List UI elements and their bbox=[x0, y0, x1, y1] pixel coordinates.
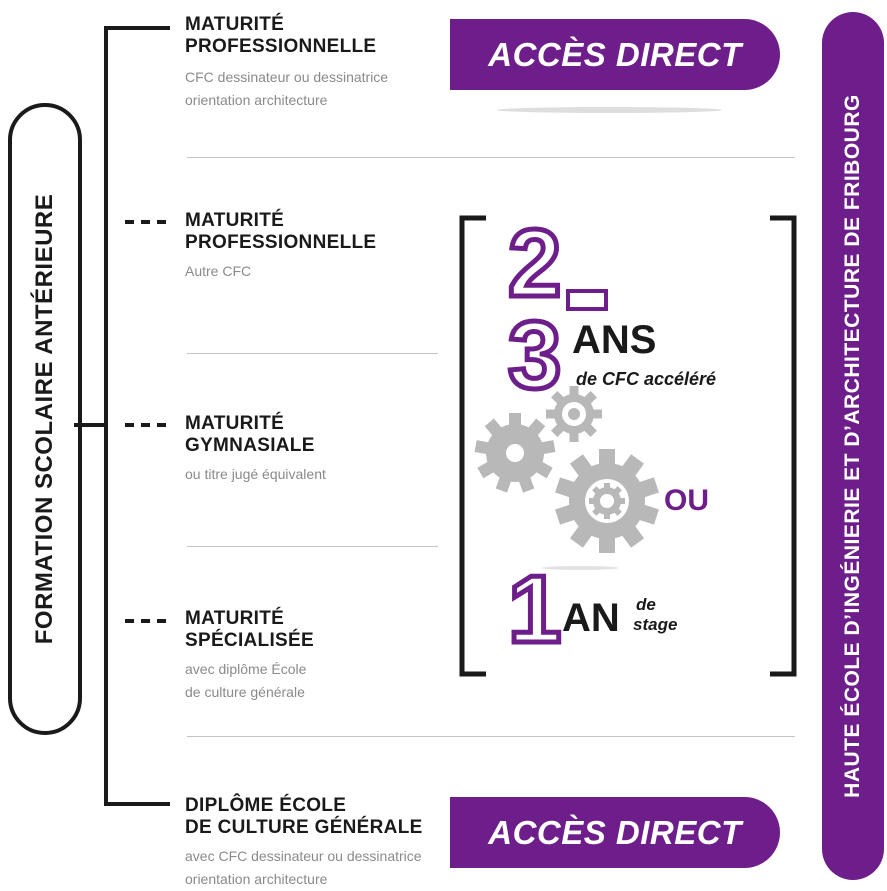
gear-icon bbox=[546, 386, 602, 442]
tree-connector-bottom bbox=[104, 802, 170, 806]
separator bbox=[187, 353, 438, 354]
dash-marker bbox=[141, 220, 150, 224]
entry-title: MATURITÉ bbox=[185, 210, 285, 231]
dash-marker bbox=[157, 619, 166, 623]
stage-label: stage bbox=[633, 615, 678, 634]
entry-subtitle: Autre CFC bbox=[185, 263, 252, 279]
entry-subtitle: avec CFC dessinateur ou dessinatrice bbox=[185, 848, 422, 864]
separator bbox=[187, 736, 795, 737]
entry-2: MATURITÉ GYMNASIALE ou titre jugé équiva… bbox=[185, 413, 435, 486]
entry-title: DE CULTURE GÉNÉRALE bbox=[185, 817, 423, 838]
or-label: OU bbox=[664, 484, 709, 517]
access-direct-badge: ACCÈS DIRECT bbox=[450, 19, 780, 90]
years-label: ANS bbox=[572, 318, 657, 362]
entry-subtitle: avec diplôme École bbox=[185, 661, 307, 677]
entry-title: MATURITÉ bbox=[185, 413, 285, 434]
de-label: de bbox=[636, 595, 656, 614]
entry-title: MATURITÉ bbox=[185, 14, 285, 35]
entry-subtitle: CFC dessinateur ou dessinatrice bbox=[185, 69, 389, 85]
entry-3: MATURITÉ SPÉCIALISÉE avec diplôme École … bbox=[185, 608, 435, 704]
dash-marker bbox=[141, 619, 150, 623]
access-direct-badge: ACCÈS DIRECT bbox=[450, 797, 780, 868]
tree-connector bbox=[104, 26, 108, 806]
entry-title: PROFESSIONNELLE bbox=[185, 232, 377, 253]
entry-subtitle: orientation architecture bbox=[185, 871, 328, 887]
dash-marker bbox=[125, 220, 134, 224]
access-direct-label: ACCÈS DIRECT bbox=[488, 813, 742, 851]
entry-subtitle: de culture générale bbox=[185, 684, 305, 700]
gear-icon bbox=[555, 449, 659, 553]
entry-title: SPÉCIALISÉE bbox=[185, 630, 314, 651]
tree-connector-stem bbox=[74, 423, 106, 427]
separator bbox=[187, 546, 438, 547]
access-direct-label: ACCÈS DIRECT bbox=[488, 35, 742, 73]
cfc-label: de CFC accéléré bbox=[576, 369, 717, 389]
number-3: 3 bbox=[505, 302, 563, 409]
year-label: AN bbox=[562, 596, 620, 640]
separator bbox=[187, 157, 795, 158]
dash-marker bbox=[125, 619, 134, 623]
divider-shadow bbox=[542, 566, 618, 570]
dash-marker bbox=[157, 423, 166, 427]
tree-connector-top bbox=[104, 26, 170, 30]
left-label-box: FORMATION SCOLAIRE ANTÉRIEURE bbox=[8, 103, 82, 735]
right-bracket bbox=[770, 215, 797, 677]
entry-title: GYMNASIALE bbox=[185, 435, 315, 456]
gear-icon bbox=[474, 413, 556, 493]
entry-subtitle: ou titre jugé équivalent bbox=[185, 466, 326, 482]
number-1: 1 bbox=[505, 556, 563, 663]
entry-0: MATURITÉ PROFESSIONNELLE CFC dessinateur… bbox=[185, 14, 455, 112]
entry-title: MATURITÉ bbox=[185, 608, 285, 629]
entry-subtitle: orientation architecture bbox=[185, 92, 328, 108]
entry-1: MATURITÉ PROFESSIONNELLE Autre CFC bbox=[185, 210, 435, 283]
left-bracket bbox=[459, 215, 486, 677]
right-label-box: HAUTE ÉCOLE D’INGÉNIERIE ET D’ARCHITECTU… bbox=[822, 12, 884, 880]
dash-marker bbox=[141, 423, 150, 427]
entry-title: DIPLÔME ÉCOLE bbox=[185, 795, 347, 816]
entry-4: DIPLÔME ÉCOLE DE CULTURE GÉNÉRALE avec C… bbox=[185, 795, 465, 891]
left-label: FORMATION SCOLAIRE ANTÉRIEURE bbox=[31, 193, 58, 645]
number-2: 2 bbox=[505, 210, 563, 317]
dash-marker bbox=[157, 220, 166, 224]
badge-shadow bbox=[497, 107, 722, 113]
right-label: HAUTE ÉCOLE D’INGÉNIERIE ET D’ARCHITECTU… bbox=[841, 94, 864, 798]
dash-marker bbox=[125, 423, 134, 427]
entry-title: PROFESSIONNELLE bbox=[185, 36, 377, 57]
range-dash bbox=[566, 289, 608, 311]
